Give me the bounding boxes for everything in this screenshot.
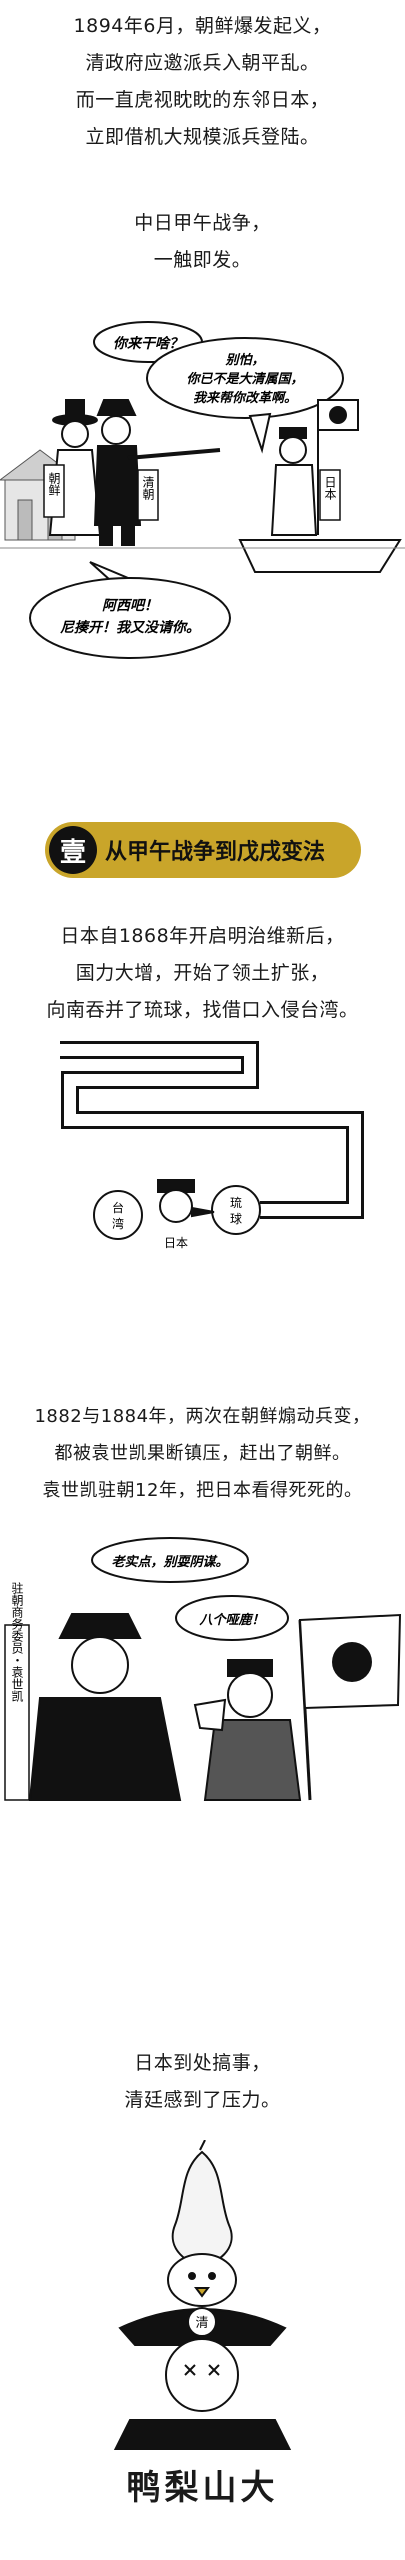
comic-panel-qing-pressure: 清 xyxy=(113,2140,292,2450)
label-korea: 朝鲜 xyxy=(47,472,61,497)
side-label-yuan: 驻朝商务委员・袁世凯 xyxy=(10,1581,24,1702)
japanese-officer-figure xyxy=(193,1659,302,1801)
events-line: 1882与1884年，两次在朝鲜煽动兵变， xyxy=(34,1406,371,1427)
bubble-korea-line-2: 尼揍开！我又没请你。 xyxy=(60,619,200,636)
hat-character: 清 xyxy=(195,2316,208,2331)
bubble-korea-line-1: 阿西吧！ xyxy=(102,598,158,614)
bubble-japan-curse-text: 八个哑鹿！ xyxy=(198,1612,264,1628)
side-label-box xyxy=(4,1624,30,1801)
pear-icon xyxy=(171,2140,233,2267)
pressure-text: 日本到处搞事， 清廷感到了压力。 xyxy=(0,2045,405,2119)
label-japan-path: 日本 xyxy=(164,1236,188,1250)
intro-line: 而一直虎视眈眈的东邻日本， xyxy=(75,89,330,111)
events-line: 都被袁世凯果断镇压，赶出了朝鲜。 xyxy=(54,1443,351,1464)
ryukyu-circle xyxy=(211,1185,261,1235)
label-taiwan-1: 台 xyxy=(112,1200,124,1215)
label-box-qing xyxy=(137,469,159,521)
war-text: 中日甲午战争， 一触即发。 xyxy=(0,205,405,279)
war-line: 一触即发。 xyxy=(153,249,252,271)
label-box-japan xyxy=(319,469,341,521)
korea-events-text: 1882与1884年，两次在朝鲜煽动兵变， 都被袁世凯果断镇压，赶出了朝鲜。 袁… xyxy=(0,1398,405,1509)
bubble-reply-line-1: 别怕， xyxy=(224,352,264,368)
label-ryukyu-2: 球 xyxy=(230,1212,242,1226)
yuan-shikai-figure xyxy=(28,1613,182,1801)
label-japan: 日本 xyxy=(323,476,337,501)
bubble-reply-line-3: 我来帮你改革啊。 xyxy=(193,390,297,406)
section-title: 从甲午战争到戊戌变法 xyxy=(105,840,326,865)
bubble-reply-line-2: 你已不是大清属国， xyxy=(186,371,303,387)
meiji-line: 日本自1868年开启明治维新后， xyxy=(60,925,345,947)
label-qing: 清朝 xyxy=(141,476,155,500)
label-box-korea xyxy=(43,464,65,518)
intro-line: 立即借机大规模派兵登陆。 xyxy=(85,126,320,148)
label-ryukyu-1: 琉 xyxy=(230,1196,242,1210)
bubble-yuan-text: 老实点，别耍阴谋。 xyxy=(111,1554,228,1570)
pressure-line: 清廷感到了压力。 xyxy=(124,2089,281,2111)
intro-text: 1894年6月，朝鲜爆发起义， 清政府应邀派兵入朝平乱。 而一直虎视眈眈的东邻日… xyxy=(0,8,405,156)
japan-head-figure xyxy=(157,1179,215,1223)
speech-bubble-japan-reply: 别怕， 你已不是大清属国， 我来帮你改革啊。 xyxy=(146,337,344,454)
section-banner: 壹 从甲午战争到戊戌变法 xyxy=(45,822,361,878)
intro-line: 1894年6月，朝鲜爆发起义， xyxy=(73,15,332,37)
comic-panel-korea-standoff: 朝鲜 清朝 你来干啥？ 别怕， 你已不是大清属国， 我来帮你改革啊。 日本 xyxy=(0,321,405,659)
qing-official-figure: 清 xyxy=(113,2307,292,2450)
signature-text: 鸭梨山大 xyxy=(126,2468,279,2508)
duck-icon xyxy=(167,2253,237,2307)
bubble-question-text: 你来干啥？ xyxy=(113,335,183,352)
japan-flag-illustration xyxy=(298,1613,402,1801)
meiji-line: 国力大增，开始了领土扩张， xyxy=(75,962,330,984)
comic-panel-expansion-path: 台 湾 琉 球 日本 xyxy=(60,1041,364,1250)
pressure-line: 日本到处搞事， xyxy=(134,2052,271,2074)
qing-soldier-figure xyxy=(93,399,221,546)
japanese-soldier-figure xyxy=(270,399,359,536)
meiji-line: 向南吞并了琉球，找借口入侵台湾。 xyxy=(46,999,359,1021)
events-line: 袁世凯驻朝12年，把日本看得死死的。 xyxy=(42,1480,363,1501)
section-number-badge: 壹 xyxy=(49,826,97,874)
boat-illustration xyxy=(238,539,402,573)
comic-panel-yuan-shikai: 驻朝商务委员・袁世凯 老实点，别耍阴谋。 八个哑鹿！ xyxy=(4,1537,402,1801)
speech-bubble-japan-curse: 八个哑鹿！ xyxy=(175,1595,289,1641)
meiji-text: 日本自1868年开启明治维新后， 国力大增，开始了领土扩张， 向南吞并了琉球，找… xyxy=(0,918,405,1029)
speech-bubble-yuan: 老实点，别耍阴谋。 xyxy=(91,1537,249,1583)
taiwan-circle xyxy=(93,1190,143,1240)
war-line: 中日甲午战争， xyxy=(134,212,271,234)
speech-bubble-korea: 阿西吧！ 尼揍开！我又没请你。 xyxy=(29,561,231,659)
label-taiwan-2: 湾 xyxy=(112,1216,124,1231)
intro-line: 清政府应邀派兵入朝平乱。 xyxy=(85,52,320,74)
